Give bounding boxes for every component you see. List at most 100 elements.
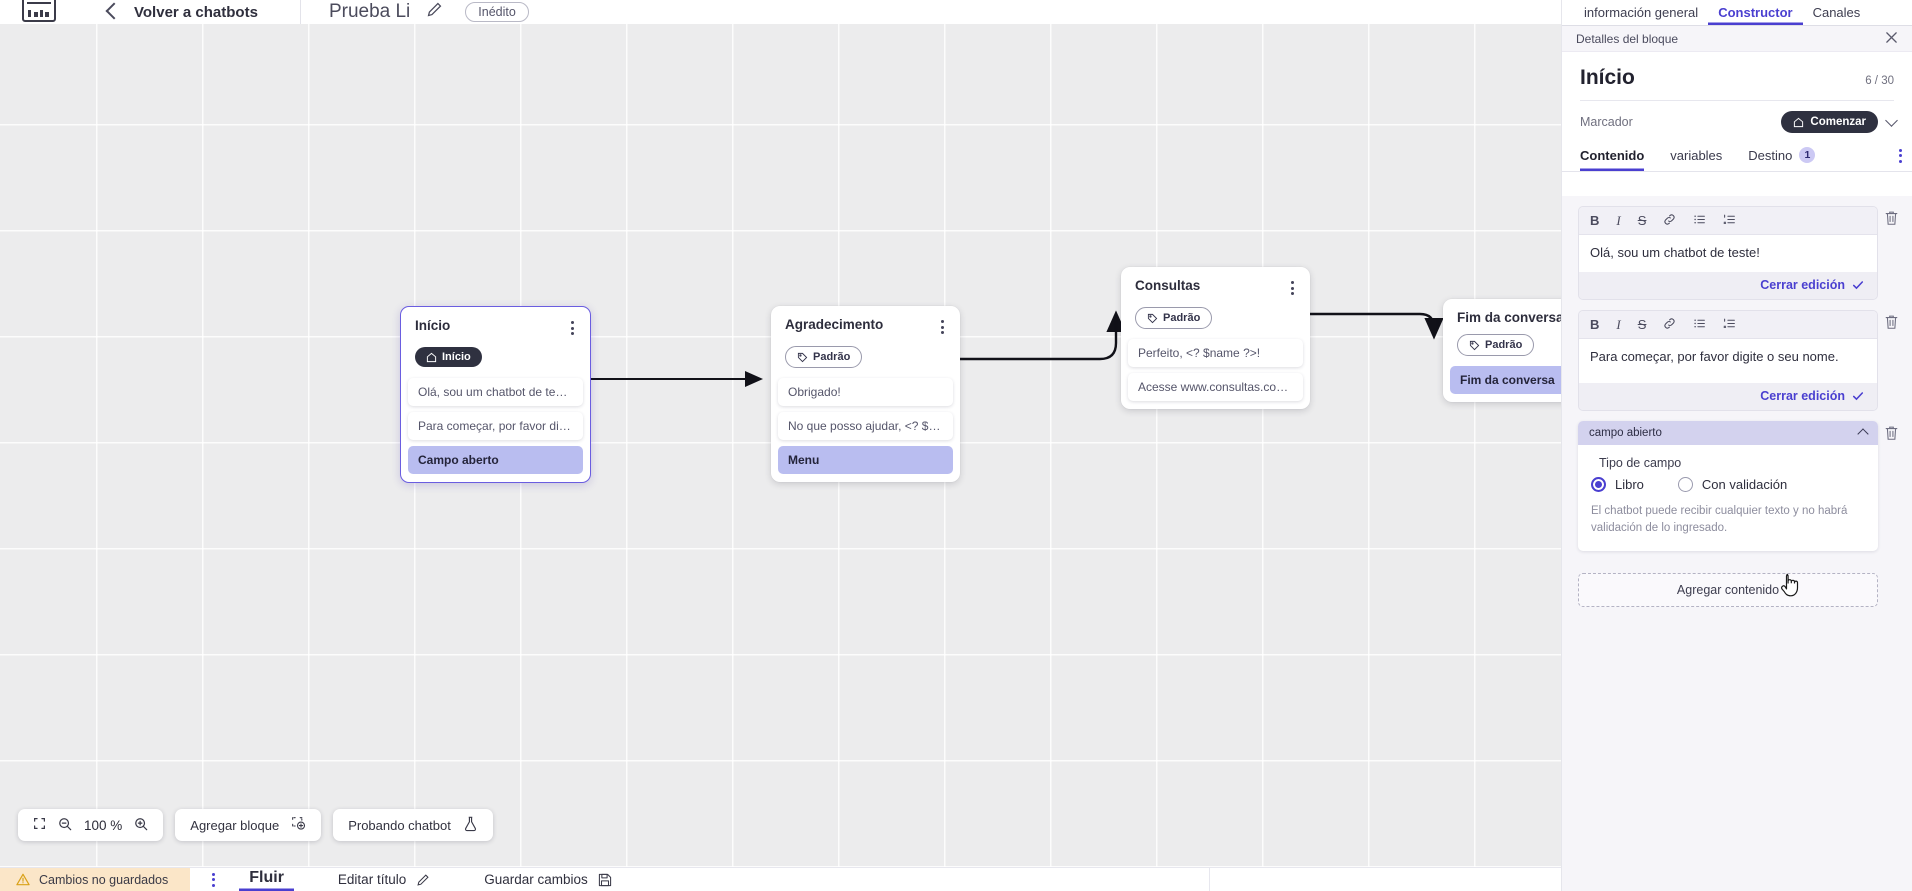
node-menu-button[interactable] [569,318,576,338]
zoom-controls: 100 % [18,809,164,841]
node-item[interactable]: No que posso ajudar, <? $name ... [778,412,953,440]
header-divider [299,0,301,24]
bullet-list-icon[interactable] [1693,317,1706,332]
tag-icon [797,352,808,362]
radio-libro[interactable] [1591,476,1606,492]
node-header: Agradecimento [771,317,960,337]
trash-icon[interactable] [1884,210,1900,231]
flow-node-inicio[interactable]: Início Início Olá, sou um chatbot de tes… [400,306,591,483]
flow-node-agradecimento[interactable]: Agradecimento Padrão Obrigado! No que po… [771,306,960,482]
chevron-down-icon[interactable] [1885,113,1898,127]
save-changes-button[interactable]: Guardar cambios [484,872,612,887]
field-help-text: El chatbot puede recibir cualquier texto… [1591,504,1848,535]
bold-icon[interactable]: B [1590,213,1600,228]
edit-title-button[interactable]: Editar título [338,872,430,887]
trash-icon[interactable] [1884,425,1900,446]
node-tag-inicio: Início [415,347,482,367]
bold-icon[interactable]: B [1590,316,1600,332]
panel-subbar-title: Detalles del bloque [1576,31,1679,46]
fit-screen-icon[interactable] [33,817,46,833]
node-item[interactable]: Perfeito, <? $name ?>! [1128,339,1303,367]
panel-divider [1580,100,1894,101]
chevron-up-icon[interactable] [1857,428,1869,441]
flow-node-fim-da-conversa[interactable]: Fim da conversa Padrão Fim da conversa [1443,299,1561,402]
radio-con-validacion[interactable] [1677,476,1693,492]
flow-canvas[interactable]: Início Início Olá, sou um chatbot de tes… [0,24,1561,867]
tab-label: variables [1670,147,1723,163]
zoom-out-icon[interactable] [58,817,72,834]
italic-icon[interactable]: I [1616,316,1621,332]
open-field-block: campo abierto Tipo de campo Libro Con va… [1578,420,1900,552]
bottom-overflow-button[interactable] [212,872,216,887]
add-block-button[interactable]: Agregar bloque [175,809,322,841]
rich-text-editor[interactable]: B I S [1578,206,1878,300]
unsaved-changes-indicator: Cambios no guardados [0,868,191,891]
node-header: Início [401,318,590,338]
numbered-list-icon[interactable] [1723,213,1736,228]
node-tag-padrao: Padrão [1457,334,1535,356]
radio-libro-label[interactable]: Libro [1615,476,1644,492]
field-type-radio-group: Libro Con validación [1591,476,1865,492]
tag-icon [1147,313,1158,323]
editor-toolbar: B I S [1579,207,1877,235]
add-block-label: Agregar bloque [190,817,280,833]
rich-text-editor[interactable]: B I S [1578,309,1878,411]
link-icon[interactable] [1663,213,1676,228]
node-menu-button[interactable] [939,317,946,337]
node-body: Fim da conversa [1443,366,1561,394]
marker-value: Comenzar [1810,116,1866,128]
node-item[interactable]: Acesse www.consultas.com par... [1128,373,1303,401]
panel-content: B I S [1562,196,1912,891]
radio-con-validacion-label[interactable]: Con validación [1701,476,1788,492]
zoom-in-icon[interactable] [134,817,148,834]
back-chevron-icon[interactable] [105,2,123,20]
node-tag-label: Padrão [813,351,851,363]
panel-title-row: Início 6 / 30 [1562,52,1912,90]
trash-icon[interactable] [1884,314,1900,335]
close-edit-button[interactable]: Cerrar edición [1760,277,1845,292]
strikethrough-icon[interactable]: S [1637,316,1647,332]
warning-triangle-icon [16,873,30,886]
tab-constructor[interactable]: Constructor [1708,5,1802,25]
italic-icon[interactable]: I [1616,213,1621,228]
tab-fluir[interactable]: Fluir [239,868,294,891]
tab-canales[interactable]: Canales [1812,5,1861,20]
node-item[interactable]: Fim da conversa [1450,366,1561,394]
open-field-header[interactable]: campo abierto [1578,420,1878,445]
open-field-body: Tipo de campo Libro Con validación El ch… [1578,445,1878,552]
flask-icon [463,816,478,835]
link-icon[interactable] [1663,317,1676,332]
numbered-list-icon[interactable] [1723,317,1736,332]
tab-variables[interactable]: variables [1670,148,1722,171]
content-editor-row: B I S [1578,206,1900,300]
marker-select[interactable]: Comenzar [1781,111,1878,133]
strikethrough-icon[interactable]: S [1637,213,1647,228]
bullet-list-icon[interactable] [1693,213,1706,228]
node-item[interactable]: Olá, sou um chatbot de teste! [408,377,583,406]
node-item[interactable]: Para começar, por favor digite o ... [408,411,583,440]
node-item[interactable]: Campo aberto [408,445,583,474]
close-edit-button[interactable]: Cerrar edición [1760,388,1845,403]
home-icon [1794,117,1804,127]
app-logo-icon[interactable] [22,0,56,22]
add-content-button[interactable]: Agregar contenido [1578,573,1878,608]
node-item[interactable]: Obrigado! [778,378,953,406]
test-chatbot-button[interactable]: Probando chatbot [333,809,493,841]
tab-informacion-general[interactable]: información general [1584,5,1699,20]
tab-destino[interactable]: Destino 1 [1748,147,1816,171]
back-to-chatbots-link[interactable]: Volver a chatbots [134,3,258,21]
panel-block-title: Início [1580,66,1635,89]
pencil-icon[interactable] [426,1,443,23]
content-editor-row: B I S [1578,309,1900,411]
panel-overflow-button[interactable] [1899,148,1902,163]
editor-text-value[interactable]: Para começar, por favor digite o seu nom… [1579,338,1877,383]
flow-node-consultas[interactable]: Consultas Padrão Perfeito, <? $name ?>! … [1121,267,1310,409]
close-icon[interactable] [1885,31,1898,47]
node-item[interactable]: Menu [778,446,953,474]
check-icon [1852,392,1864,401]
unsaved-changes-label: Cambios no guardados [39,872,169,887]
tab-contenido[interactable]: Contenido [1580,148,1644,171]
editor-text-value[interactable]: Olá, sou um chatbot de teste! [1579,235,1877,272]
node-menu-button[interactable] [1289,278,1296,298]
editor-footer: Cerrar edición [1579,271,1877,299]
